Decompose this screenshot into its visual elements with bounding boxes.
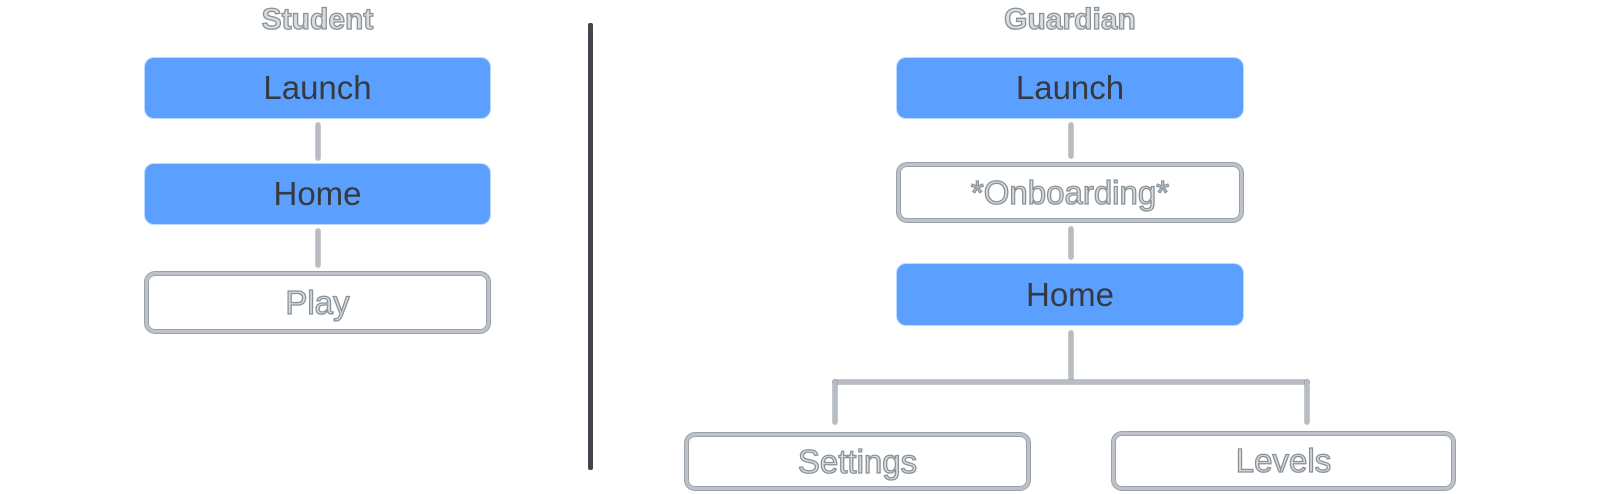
connector-guardian-branch-right-drop	[1305, 380, 1309, 424]
node-guardian-settings: Settings	[685, 433, 1030, 490]
connector-student-home-play	[316, 229, 320, 267]
node-guardian-home: Home	[897, 264, 1243, 325]
student-column-title: Student	[261, 2, 374, 36]
node-student-play-label: Play	[285, 283, 351, 321]
section-divider-line	[588, 23, 593, 470]
node-guardian-onboarding-label: *Onboarding*	[970, 173, 1170, 211]
connector-guardian-branch-left-drop	[833, 380, 837, 424]
connector-guardian-branch-horizontal	[833, 380, 1309, 384]
connector-guardian-launch-onboarding	[1069, 123, 1073, 158]
node-student-launch: Launch	[145, 58, 490, 118]
node-guardian-home-label: Home	[1025, 275, 1115, 313]
node-student-home: Home	[145, 164, 490, 224]
connector-guardian-home-trunk	[1069, 331, 1073, 380]
node-guardian-settings-label: Settings	[797, 442, 918, 480]
connector-guardian-onboarding-home	[1069, 227, 1073, 259]
guardian-column-title: Guardian	[1003, 2, 1136, 36]
node-guardian-levels: Levels	[1112, 432, 1455, 490]
node-guardian-launch: Launch	[897, 58, 1243, 118]
node-guardian-onboarding: *Onboarding*	[897, 163, 1243, 222]
node-student-home-label: Home	[273, 175, 362, 212]
connector-student-launch-home	[316, 123, 320, 160]
node-guardian-launch-label: Launch	[1015, 69, 1125, 106]
node-student-launch-label: Launch	[263, 69, 372, 106]
node-student-play: Play	[145, 272, 490, 333]
node-guardian-levels-label: Levels	[1235, 441, 1332, 479]
